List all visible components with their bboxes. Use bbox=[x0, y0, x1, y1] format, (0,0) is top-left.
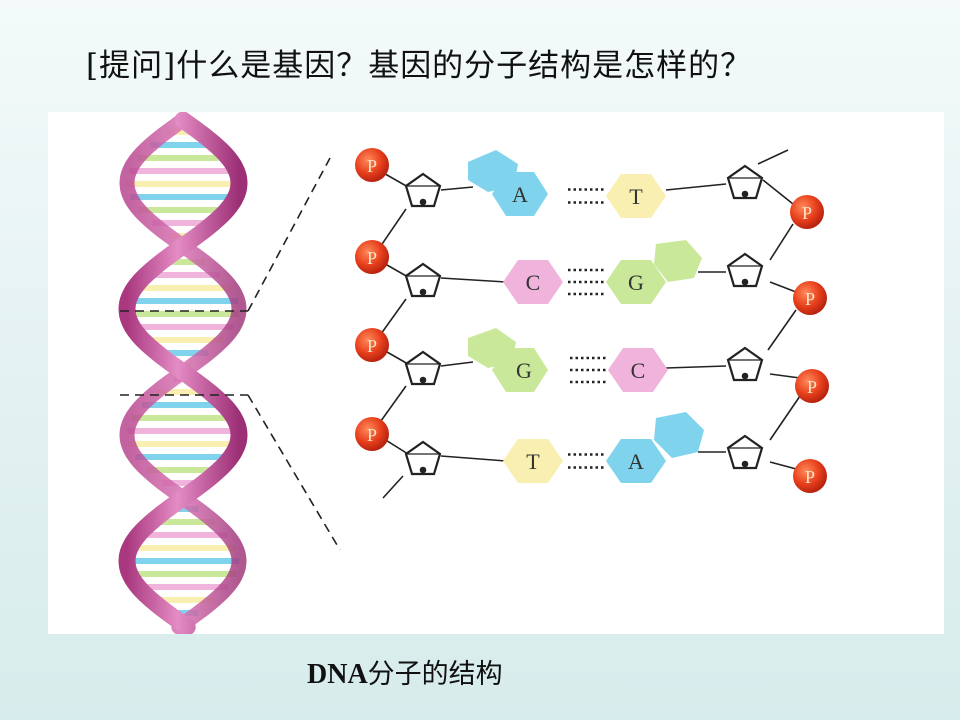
base-row1-left: A bbox=[468, 150, 548, 216]
phosphate-left-2: P bbox=[355, 240, 389, 274]
backbone-right-6 bbox=[769, 395, 801, 441]
sugars bbox=[404, 164, 764, 476]
phosphate-left-1: P bbox=[355, 148, 389, 182]
base-label-row2-left: C bbox=[526, 270, 541, 295]
phosphate-label: P bbox=[802, 203, 812, 223]
sugar-left-1 bbox=[404, 172, 442, 208]
helix-front-strand bbox=[118, 112, 248, 634]
backbone-right-top bbox=[757, 149, 789, 165]
backbone-lines bbox=[372, 149, 801, 499]
sugar-right-1 bbox=[726, 164, 764, 200]
sugar-left-4 bbox=[404, 440, 442, 476]
link-left-2 bbox=[440, 277, 507, 283]
link-left-3 bbox=[440, 361, 474, 367]
backbone-right-2 bbox=[769, 223, 794, 261]
base-label-row1-right: T bbox=[629, 184, 643, 209]
phosphate-left-3: P bbox=[355, 328, 389, 362]
phosphate-label: P bbox=[807, 377, 817, 397]
bases: A T C G G bbox=[468, 150, 704, 483]
caption-cjk: 分子的结构 bbox=[367, 659, 503, 690]
sugar-right-3 bbox=[726, 346, 764, 382]
base-label-row4-left: T bbox=[526, 449, 540, 474]
base-row4-left: T bbox=[503, 439, 563, 483]
caption-latin: DNA bbox=[307, 659, 368, 690]
backbone-right-4 bbox=[767, 309, 797, 351]
sugar-right-2 bbox=[726, 252, 764, 288]
phosphate-right-3: P bbox=[795, 369, 829, 403]
phosphate-label: P bbox=[367, 336, 377, 356]
phosphate-label: P bbox=[367, 156, 377, 176]
base-row2-right: G bbox=[606, 240, 702, 304]
backbone-right-3 bbox=[769, 281, 797, 293]
phosphate-label: P bbox=[367, 425, 377, 445]
dna-figure: A T C G G bbox=[48, 112, 944, 634]
base-label-row2-right: G bbox=[628, 270, 644, 295]
hydrogen-bonds bbox=[568, 188, 606, 469]
phosphate-label: P bbox=[367, 248, 377, 268]
dna-illustration: A T C G G bbox=[118, 112, 829, 634]
zoom-guide-top-diagonal bbox=[247, 157, 331, 312]
phosphate-right-4: P bbox=[793, 459, 827, 493]
link-right-3 bbox=[665, 365, 727, 369]
backbone-left-2 bbox=[377, 208, 407, 251]
zoom-guide-bottom-diagonal bbox=[247, 394, 341, 551]
backbone-right-5 bbox=[769, 373, 801, 379]
figure-caption: DNA分子的结构 bbox=[307, 652, 503, 691]
base-label-row3-right: C bbox=[631, 358, 646, 383]
double-helix bbox=[118, 112, 248, 634]
phosphates: P P P P P P P P bbox=[355, 148, 829, 493]
link-right-1 bbox=[665, 183, 727, 191]
backbone-right-1 bbox=[762, 179, 794, 205]
phosphate-right-1: P bbox=[790, 195, 824, 229]
sugar-left-3 bbox=[404, 350, 442, 386]
base-row2-left: C bbox=[503, 260, 563, 304]
phosphate-label: P bbox=[805, 289, 815, 309]
base-label-row1-left: A bbox=[512, 182, 528, 207]
link-left-4 bbox=[440, 455, 507, 462]
base-row3-left: G bbox=[468, 328, 548, 392]
link-left-1 bbox=[440, 186, 474, 191]
zoom-guides bbox=[120, 157, 341, 551]
sugar-right-4 bbox=[726, 434, 764, 470]
phosphate-right-2: P bbox=[793, 281, 827, 315]
slide-title: [提问]什么是基因？基因的分子结构是怎样的？ bbox=[86, 48, 753, 84]
base-label-row3-left: G bbox=[516, 358, 532, 383]
base-row3-right: C bbox=[608, 348, 668, 392]
phosphate-label: P bbox=[805, 467, 815, 487]
base-row1-right: T bbox=[606, 174, 666, 218]
backbone-left-6 bbox=[377, 385, 407, 426]
backbone-left-tail bbox=[382, 475, 404, 499]
sugar-left-2 bbox=[404, 262, 442, 298]
base-label-row4-right: A bbox=[628, 449, 644, 474]
base-row4-right: A bbox=[606, 412, 704, 483]
phosphate-left-4: P bbox=[355, 417, 389, 451]
backbone-left-4 bbox=[377, 298, 407, 339]
